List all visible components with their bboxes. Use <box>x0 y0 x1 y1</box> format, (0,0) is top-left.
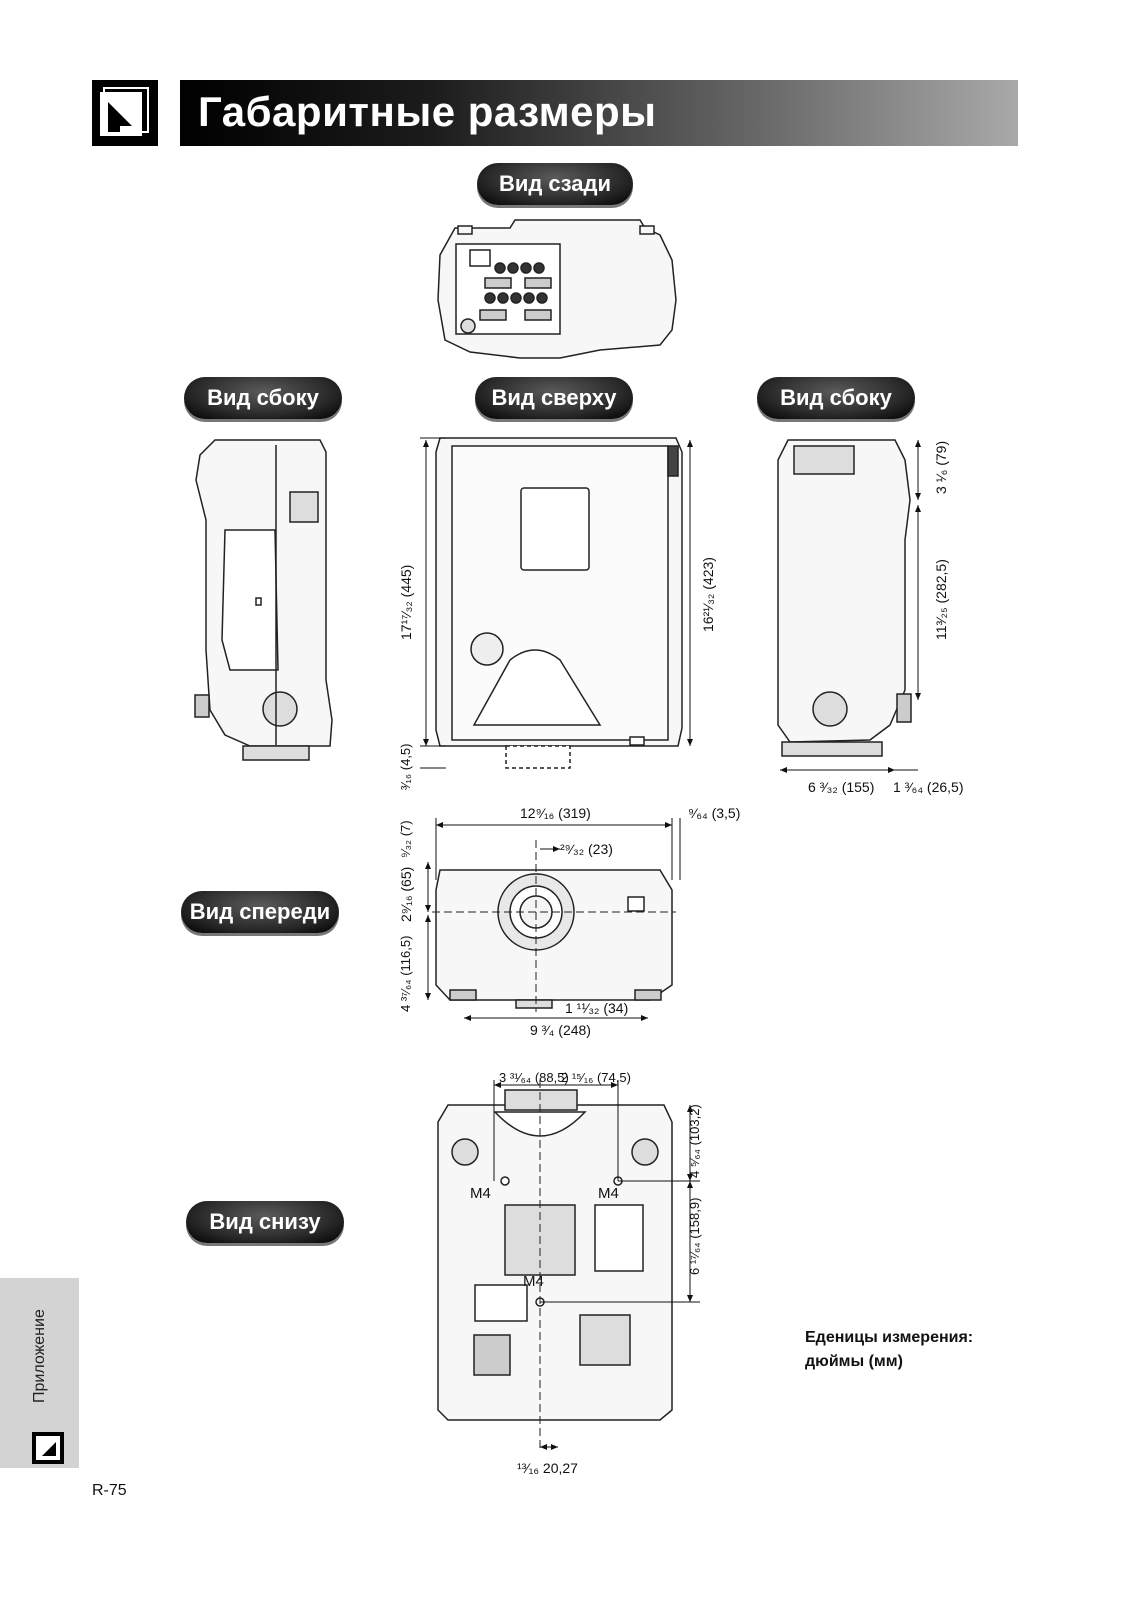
side-tab-label: Приложение <box>31 1309 48 1403</box>
units-note-line2: дюймы (мм) <box>805 1353 903 1370</box>
dim-front-upper: 2⁹⁄₁₆ (65) <box>398 866 414 922</box>
projector-side-view-right <box>777 439 912 757</box>
page-number: R-75 <box>92 1482 127 1499</box>
screw-label-left: M4 <box>470 1185 491 1202</box>
dim-side-knob: 1 ³⁄₆₄ (26,5) <box>893 779 964 795</box>
page-title: Габаритные размеры <box>198 88 657 135</box>
dim-front-width: 12⁹⁄₁₆ (319) <box>520 805 591 821</box>
appendix-icon <box>32 1432 64 1464</box>
section-icon <box>92 80 158 146</box>
dim-top-view-height: 17¹⁷⁄₃₂ (445) <box>398 564 414 640</box>
label-front-view: Вид спереди <box>181 891 339 933</box>
units-note: Еденицы измерения: дюймы (мм) <box>805 1326 973 1374</box>
dim-bottom-lower: 6 ¹⁷⁄₆₄ (158,9) <box>687 1197 702 1275</box>
projector-rear-view <box>437 219 677 359</box>
dim-bottom-center-offset: ¹³⁄₁₆ 20,27 <box>517 1460 578 1476</box>
dim-top-view-offset: ³⁄₁₆ (4,5) <box>398 743 413 790</box>
label-rear-view: Вид сзади <box>477 163 633 205</box>
dim-side-top: 3 ¹⁄₆ (79) <box>933 440 949 494</box>
dim-front-feet-offset: 1 ¹¹⁄₃₂ (34) <box>565 1000 629 1016</box>
units-note-line1: Еденицы измерения: <box>805 1329 974 1346</box>
dim-front-height: 4 ³⁷⁄₆₄ (116,5) <box>398 935 413 1012</box>
projector-side-view-left <box>194 439 333 761</box>
dim-side-width: 6 ³⁄₃₂ (155) <box>808 779 875 795</box>
dim-front-lens-offset: ²⁹⁄₃₂ (23) <box>560 841 613 857</box>
dim-bottom-right-span: 2 ¹⁵⁄₁₆ (74,5) <box>561 1070 631 1085</box>
dim-side-body: 11³⁄₂₅ (282,5) <box>933 559 949 640</box>
projector-bottom-view <box>437 1080 673 1452</box>
dim-front-feet-span: 9 ³⁄₄ (248) <box>530 1022 591 1038</box>
dim-front-top-small: ⁹⁄₃₂ (7) <box>398 820 413 858</box>
projector-front-view <box>432 840 676 1012</box>
screw-label-center: M4 <box>523 1273 544 1290</box>
label-side-view-right: Вид сбоку <box>757 377 915 419</box>
dim-bottom-upper: 4 ⁵⁄₆₄ (103,2) <box>687 1104 702 1178</box>
label-top-view: Вид сверху <box>475 377 633 419</box>
title-bar: Габаритные размеры <box>180 80 1018 146</box>
label-bottom-view: Вид снизу <box>186 1201 344 1243</box>
label-side-view-left: Вид сбоку <box>184 377 342 419</box>
dim-front-right-offset: ⁹⁄₆₄ (3,5) <box>688 805 741 821</box>
projector-top-view <box>435 437 683 769</box>
dim-top-view-right: 16²¹⁄₃₂ (423) <box>700 557 716 632</box>
dim-bottom-left-span: 3 ³¹⁄₆₄ (88,5) <box>499 1070 569 1085</box>
screw-label-right: M4 <box>598 1185 619 1202</box>
